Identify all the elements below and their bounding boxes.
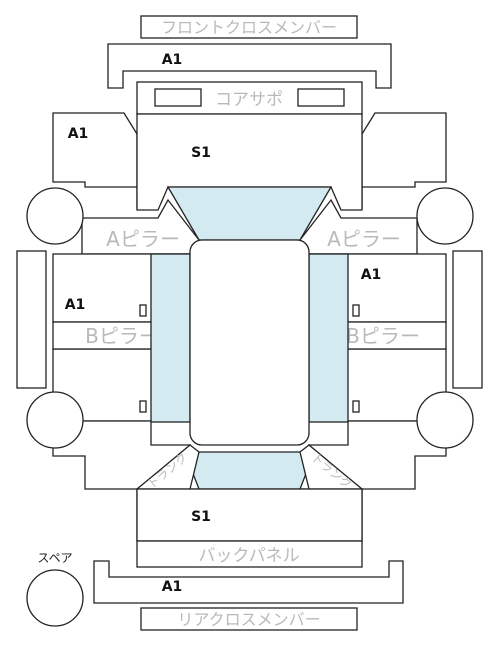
core-support-label: コアサポ: [215, 90, 283, 110]
back-panel-label: バックパネル: [198, 546, 299, 566]
spare-label: スペア: [37, 551, 72, 565]
roof: [189, 239, 310, 446]
back-panel: [136, 540, 363, 568]
right-rear-door-marker: [352, 400, 360, 413]
front-left-wheel: [26, 187, 84, 245]
left-door-grade: A1: [65, 297, 86, 313]
a-pillar-right-label: Aピラー: [327, 227, 401, 251]
right-side-window: [308, 253, 349, 423]
rear-cross-member-label: リアクロスメンバー: [177, 610, 320, 629]
right-door-grade: A1: [361, 267, 382, 283]
rear-window: [189, 451, 310, 490]
front-cross-member-grade: A1: [162, 52, 183, 68]
rear-left-wheel: [26, 391, 84, 449]
rear-cross-member-bracket: [93, 560, 404, 604]
front-left-grade: A1: [68, 126, 89, 142]
roof-front-grade: S1: [191, 145, 211, 161]
front-cross-member-label-box: フロントクロスメンバー: [140, 15, 358, 39]
core-support-right-slot: [297, 88, 345, 107]
rear-cross-member-label-box: [140, 607, 358, 631]
b-pillar-right-label: Bピラー: [346, 324, 420, 348]
trunk-lid: [136, 488, 363, 542]
a-pillar-left-label: Aピラー: [106, 227, 180, 251]
b-pillar-left-label: Bピラー: [85, 324, 159, 348]
left-side-window: [150, 253, 191, 423]
left-rear-door-marker: [139, 400, 147, 413]
front-right-wheel: [416, 187, 474, 245]
roof-rear-grade: S1: [191, 509, 211, 525]
front-cross-member-label: フロントクロスメンバー: [161, 18, 337, 37]
right-side-sill: [452, 250, 483, 389]
left-front-door-marker: [139, 304, 147, 317]
front-cross-member-bracket: [107, 43, 392, 89]
core-support-left-slot: [154, 88, 202, 107]
rear-right-wheel: [416, 391, 474, 449]
rear-cross-member-grade: A1: [162, 579, 183, 595]
left-side-sill: [16, 250, 47, 389]
spare-tire: [26, 569, 84, 627]
right-front-door-marker: [352, 304, 360, 317]
